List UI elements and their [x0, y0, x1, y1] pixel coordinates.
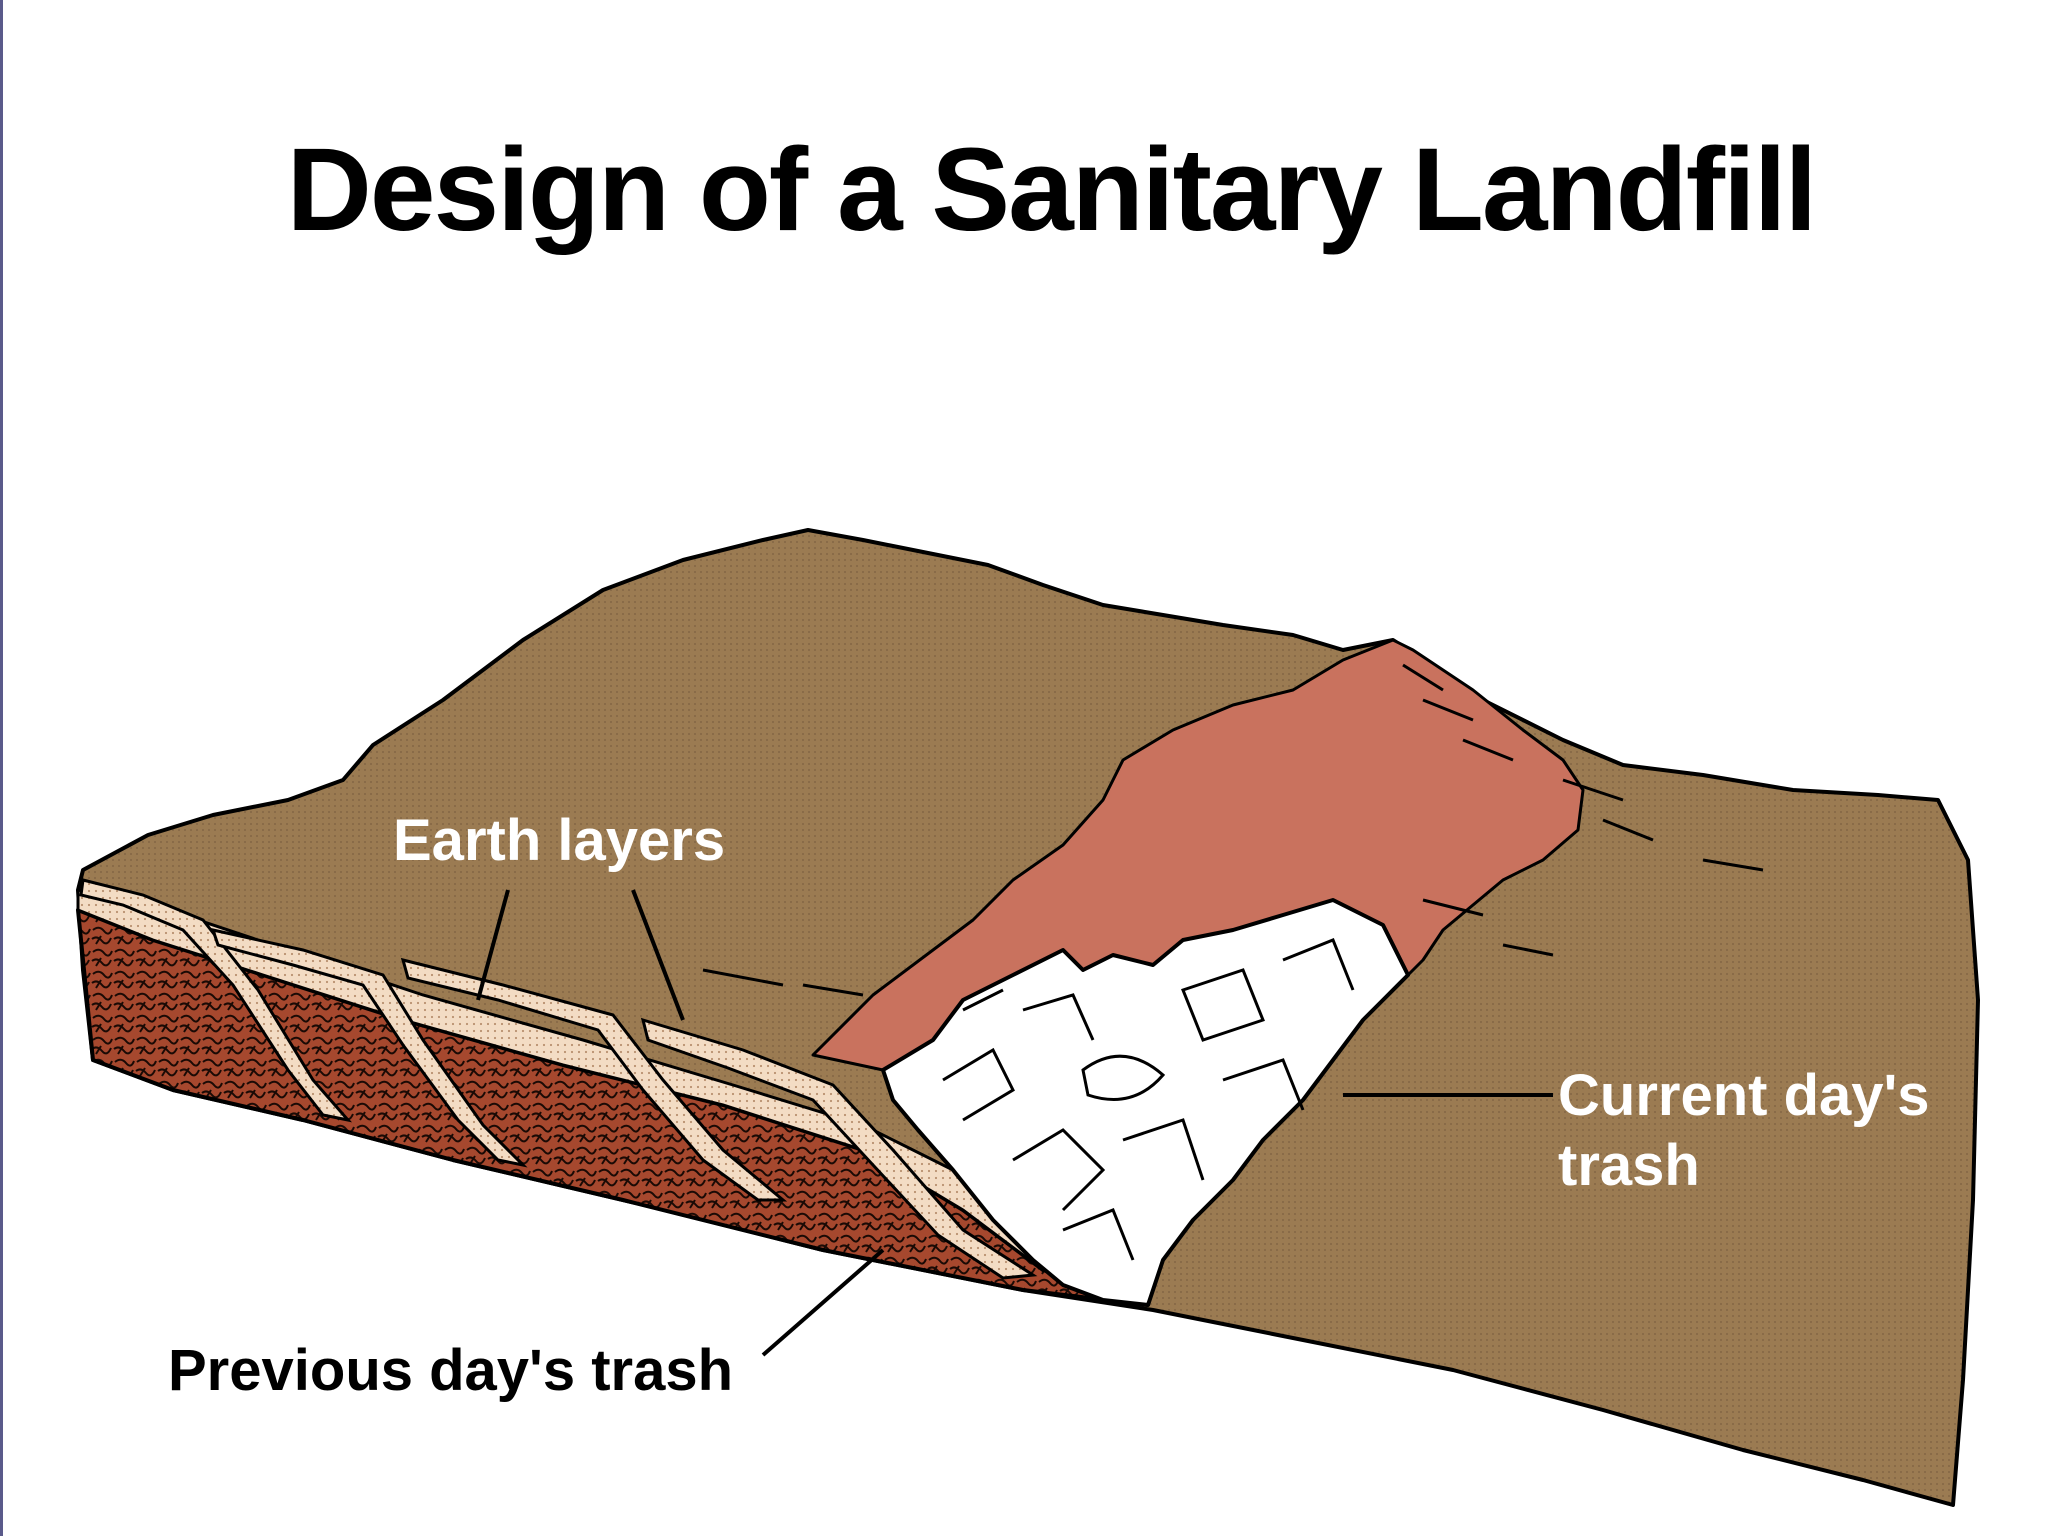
- trash-debris-lines: [942, 938, 1355, 1261]
- earth-layers-label: Earth layers: [393, 808, 725, 873]
- landfill-diagram: Design of a Sanitary Landfill: [76, 124, 1980, 1507]
- previous-trash-leader: [761, 1248, 885, 1357]
- earth-layer-band: [640, 1017, 1038, 1280]
- earth-layer-band: [79, 878, 353, 1123]
- earth-layers-leader-left: [476, 889, 510, 1001]
- current-trash-pile: [881, 898, 1410, 1307]
- current-trash-label-line1: Current day's: [1558, 1063, 1930, 1128]
- surface-texture-lines: [702, 663, 1764, 997]
- page-title: Design of a Sanitary Landfill: [287, 124, 1816, 256]
- current-trash-label-line2: trash: [1558, 1133, 1700, 1198]
- earth-layer-band: [400, 957, 788, 1202]
- earth-layer-band: [210, 927, 528, 1168]
- previous-trash-label: Previous day's trash: [168, 1338, 733, 1403]
- earth-layers-leader-right: [631, 889, 685, 1021]
